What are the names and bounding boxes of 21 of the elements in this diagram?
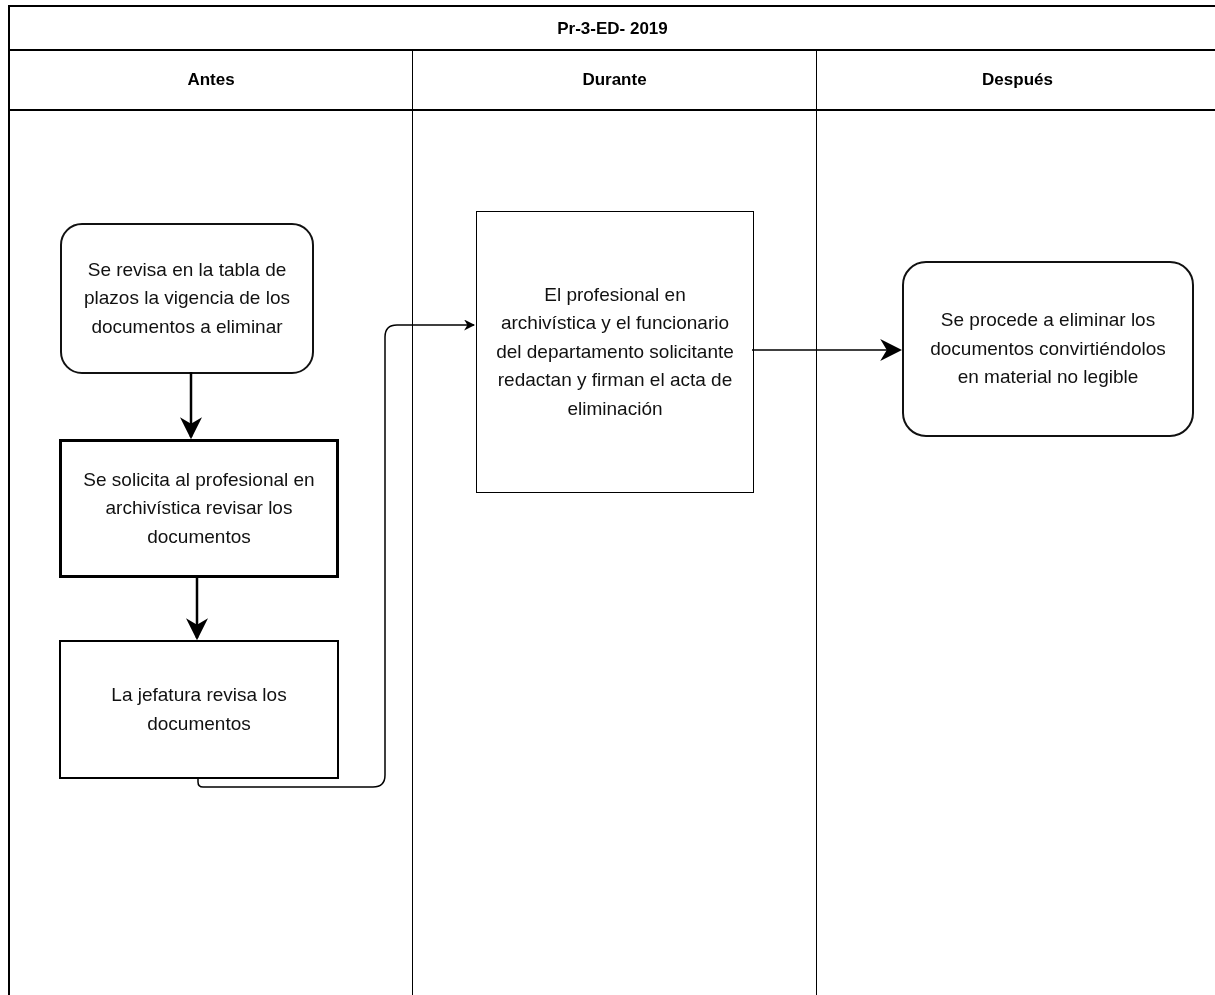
process-box [59,640,339,779]
arrow [197,319,476,788]
process-box [476,211,754,493]
step-text: El profesional en archivística y el funcionario del departamento solicitante redactan y firman el acta de eliminación [495,282,735,421]
rounded-process-box [60,223,314,374]
lane-heading: Después [817,51,1215,111]
lane-heading: Antes [10,51,412,111]
process-box [59,439,339,578]
step-text: Se revisa en la tabla de plazos la vigencia de los documentos a eliminar [83,257,291,339]
lane-heading: Durante [413,51,816,111]
arrow [186,576,208,641]
step-text: Se solicita al profesional en archivística revisar los documentos [82,467,316,549]
swimlane-pool [8,5,1215,995]
swimlane [10,51,413,995]
rounded-process-box [902,261,1194,437]
arrow [180,372,202,440]
pool-title: Pr-3-ED- 2019 [10,7,1215,51]
swimlane [413,51,817,995]
arrow [751,339,903,361]
step-text: La jefatura revisa los documentos [110,683,288,736]
step-text: Se procede a eliminar los documentos convirtiéndolos en material no legible [929,308,1167,390]
